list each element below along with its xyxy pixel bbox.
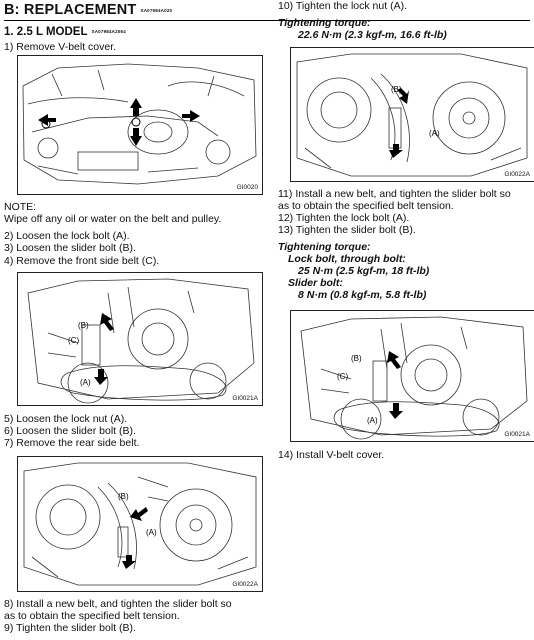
subsection-title-code: SA07984A2554 xyxy=(91,29,126,35)
figure-gi0022a-left: (B) (A) GI0022A xyxy=(17,456,263,592)
figure-label: GI0022A xyxy=(232,581,258,588)
step-7: 7) Remove the rear side belt. xyxy=(4,437,140,449)
torque-2-slider-value: 8 N·m (0.8 kgf-m, 5.8 ft-lb) xyxy=(298,289,427,301)
callout-a: (A) xyxy=(80,378,91,387)
step-4: 4) Remove the front side belt (C). xyxy=(4,255,160,267)
step-1: 1) Remove V-belt cover. xyxy=(4,41,117,53)
belt-front-illustration: (B) (C) (A) xyxy=(27,278,255,404)
torque-2-lock-label: Lock bolt, through bolt: xyxy=(288,253,406,265)
belt-rear-illustration: (B) (A) xyxy=(23,462,257,586)
step-10: 10) Tighten the lock nut (A). xyxy=(278,0,407,12)
figure-gi0020: GI0020 xyxy=(17,55,263,195)
title-underline xyxy=(4,20,530,21)
step-2: 2) Loosen the lock bolt (A). xyxy=(4,230,130,242)
callout-b: (B) xyxy=(351,354,362,363)
torque-2-slider-label: Slider bolt: xyxy=(288,277,343,289)
figure-label: GI0021A xyxy=(232,395,258,402)
torque-2-lock-value: 25 N·m (2.5 kgf-m, 18 ft-lb) xyxy=(298,265,430,277)
step-3: 3) Loosen the slider bolt (B). xyxy=(4,242,136,254)
callout-b: (B) xyxy=(391,85,402,94)
step-8-line-2: as to obtain the specified belt tension. xyxy=(4,610,180,622)
step-13: 13) Tighten the slider bolt (B). xyxy=(278,224,416,236)
step-8-line-1: 8) Install a new belt, and tighten the s… xyxy=(4,598,232,610)
callout-c: (C) xyxy=(337,372,348,381)
figure-label: GI0021A xyxy=(504,431,530,438)
figure-label: GI0020 xyxy=(236,184,258,191)
torque-2-heading: Tightening torque: xyxy=(278,241,371,253)
torque-1-heading: Tightening torque: xyxy=(278,17,371,29)
note-text: Wipe off any oil or water on the belt an… xyxy=(4,213,222,225)
figure-gi0021a-right: (B) (C) (A) GI0021A xyxy=(290,310,534,442)
engine-top-illustration xyxy=(22,63,257,185)
step-12: 12) Tighten the lock bolt (A). xyxy=(278,212,410,224)
section-title-code: SA07984A020 xyxy=(140,7,173,13)
callout-a: (A) xyxy=(146,528,157,537)
step-9: 9) Tighten the slider bolt (B). xyxy=(4,622,136,634)
callout-b: (B) xyxy=(118,492,129,501)
step-5: 5) Loosen the lock nut (A). xyxy=(4,413,128,425)
subsection-title-text: 1. 2.5 L MODEL xyxy=(4,26,88,38)
callout-a: (A) xyxy=(367,416,378,425)
section-title-text: B: REPLACEMENT xyxy=(4,2,137,18)
note-heading: NOTE: xyxy=(4,201,37,213)
step-14: 14) Install V-belt cover. xyxy=(278,449,385,461)
step-11-line-2: as to obtain the specified belt tension. xyxy=(278,200,454,212)
callout-b: (B) xyxy=(78,321,89,330)
lock-nut-illustration: (B) (A) xyxy=(296,53,528,177)
slider-bolt-illustration: (B) (C) (A) xyxy=(300,316,528,440)
figure-label: GI0022A xyxy=(504,171,530,178)
torque-1-value: 22.6 N·m (2.3 kgf-m, 16.6 ft-lb) xyxy=(298,29,447,41)
callout-c: (C) xyxy=(68,336,79,345)
step-6: 6) Loosen the slider bolt (B). xyxy=(4,425,136,437)
figure-gi0021a-left: (B) (C) (A) GI0021A xyxy=(17,272,263,406)
step-11-line-1: 11) Install a new belt, and tighten the … xyxy=(278,188,511,200)
figure-gi0022a-right: (B) (A) GI0022A xyxy=(290,47,534,182)
callout-a: (A) xyxy=(429,129,440,138)
